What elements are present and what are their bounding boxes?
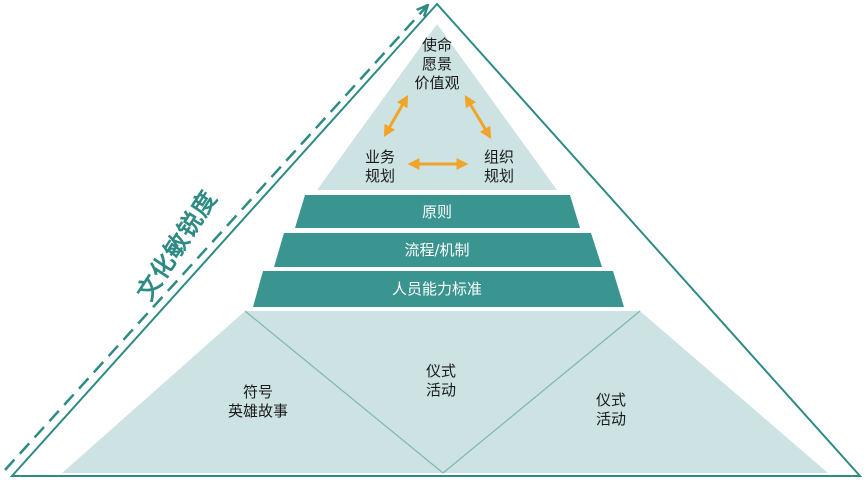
band-process-mechanism-label: 流程/机制 bbox=[404, 241, 470, 259]
rituals-activities-right-label: 仪式 活动 bbox=[595, 391, 627, 428]
band-shape-2 bbox=[274, 233, 602, 267]
band-shape-3 bbox=[253, 271, 624, 307]
business-planning-label: 业务 规划 bbox=[364, 148, 396, 185]
symbols-hero-stories-label: 符号 英雄故事 bbox=[227, 383, 289, 420]
base-section bbox=[62, 311, 828, 473]
top-section bbox=[317, 24, 557, 190]
organization-planning-label: 组织 规划 bbox=[483, 148, 515, 185]
arrow-center-right bbox=[464, 94, 492, 140]
base-divider bbox=[244, 310, 641, 474]
band-shape-1 bbox=[295, 195, 580, 228]
band-people-capability-label: 人员能力标准 bbox=[391, 280, 483, 298]
band-principles-label: 原则 bbox=[421, 203, 453, 221]
arrow-center-left bbox=[383, 94, 409, 138]
culture-dashed-arrow bbox=[4, 6, 427, 471]
mission-vision-values-label: 使命 愿景 价值观 bbox=[414, 36, 460, 92]
rituals-activities-center-label: 仪式 活动 bbox=[425, 362, 457, 399]
